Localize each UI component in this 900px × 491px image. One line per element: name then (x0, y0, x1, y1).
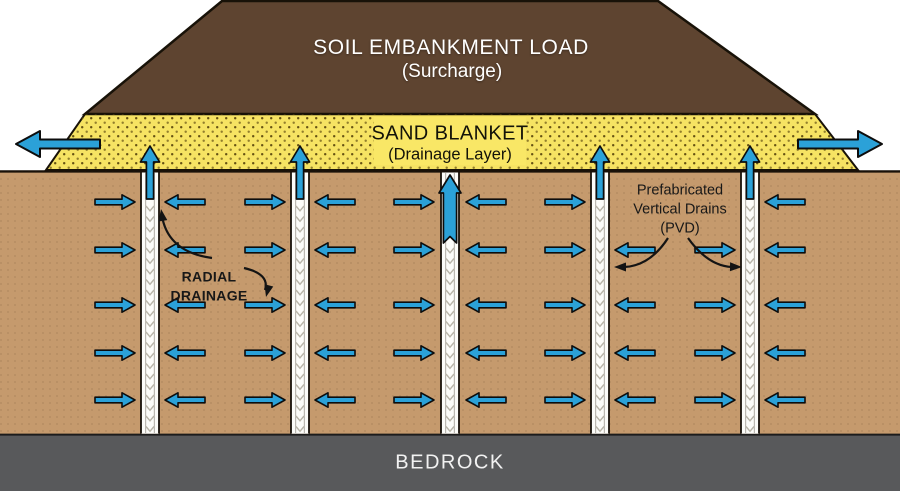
radial-drainage-arrow-left (465, 242, 507, 259)
radial-drainage-arrow-left (614, 391, 656, 409)
pvd-label-line2: Vertical Drains (633, 201, 727, 218)
sand-outflow-arrow-left (15, 130, 101, 158)
surcharge-label: (Surcharge) (401, 61, 503, 82)
radial-drainage-arrow-right (94, 194, 136, 210)
radial-drainage-arrow-right (244, 296, 286, 314)
radial-drainage-label-line1: RADIAL (181, 268, 237, 285)
radial-drainage-arrow-right (393, 391, 435, 409)
radial-drainage-arrow-left (465, 344, 507, 362)
drain-chevron-pattern (445, 247, 455, 433)
radial-drainage-arrow-left (164, 194, 206, 210)
radial-drainage-arrow-left (764, 391, 806, 409)
sand-outflow-arrow-right (797, 130, 883, 158)
radial-drainage-label: RADIAL DRAINAGE (170, 268, 247, 305)
bedrock-layer (0, 434, 900, 491)
drain-upflow-arrow (589, 145, 611, 200)
radial-annotation-arrowhead-left (158, 209, 168, 222)
sand-blanket-label: SAND BLANKET (371, 122, 529, 145)
pvd-annotation-arrow-right (687, 237, 733, 269)
radial-drainage-arrow-left (164, 344, 206, 362)
radial-drainage-arrow-left (314, 194, 356, 210)
radial-drainage-arrow-right (393, 296, 435, 314)
radial-drainage-arrow-right (94, 242, 136, 259)
radial-drainage-arrow-right (544, 194, 586, 210)
radial-drainage-arrow-left (764, 242, 806, 259)
radial-drainage-arrow-left (314, 242, 356, 259)
embankment-load-label: SOIL EMBANKMENT LOAD (313, 36, 589, 59)
radial-drainage-arrow-right (244, 391, 286, 409)
drain-upflow-arrow (289, 145, 311, 200)
drain-chevron-pattern (595, 205, 605, 433)
radial-annotation-arrow-left (160, 215, 213, 260)
radial-drainage-arrow-right (393, 242, 435, 259)
drainage-layer-label: (Drainage Layer) (388, 145, 512, 164)
radial-drainage-arrow-left (614, 344, 656, 362)
radial-drainage-arrow-right (694, 344, 736, 362)
sand-label-backdrop (374, 117, 526, 165)
radial-drainage-arrow-right (244, 344, 286, 362)
drain-upflow-arrow (139, 145, 161, 200)
radial-drainage-arrow-left (764, 194, 806, 210)
radial-drainage-arrow-right (694, 391, 736, 409)
radial-drainage-arrow-left (465, 194, 507, 210)
radial-drainage-arrow-left (465, 391, 507, 409)
radial-drainage-arrow-right (544, 391, 586, 409)
radial-drainage-label-line2: DRAINAGE (170, 287, 248, 303)
drain-upflow-arrow (438, 174, 462, 244)
radial-drainage-arrow-right (544, 296, 586, 314)
bedrock-label: BEDROCK (395, 451, 505, 474)
radial-drainage-arrow-right (544, 242, 586, 259)
radial-drainage-arrow-left (614, 242, 656, 259)
radial-drainage-arrow-right (94, 344, 136, 362)
drain-upflow-arrow (739, 145, 761, 200)
radial-drainage-arrow-left (164, 296, 206, 314)
radial-drainage-arrow-right (94, 391, 136, 409)
radial-drainage-arrow-right (393, 194, 435, 210)
drain-chevron-pattern (295, 205, 305, 433)
radial-drainage-arrow-left (164, 391, 206, 409)
pvd-annotation-arrow-left (623, 237, 669, 269)
drain-chevron-pattern (745, 205, 755, 433)
pvd-annotation-arrowhead-right (729, 262, 742, 272)
pvd-annotation-arrowhead-left (614, 262, 626, 272)
radial-drainage-arrow-left (465, 296, 507, 314)
radial-drainage-arrow-right (393, 344, 435, 362)
radial-drainage-arrow-left (314, 391, 356, 409)
radial-drainage-arrow-right (244, 194, 286, 210)
radial-drainage-arrow-left (764, 296, 806, 314)
radial-drainage-arrow-left (614, 296, 656, 314)
radial-drainage-arrow-right (544, 344, 586, 362)
radial-drainage-arrow-right (694, 296, 736, 314)
radial-drainage-arrow-right (94, 296, 136, 314)
radial-drainage-arrow-right (694, 242, 736, 259)
pvd-label: Prefabricated Vertical Drains (PVD) (633, 182, 726, 239)
radial-drainage-arrow-left (314, 344, 356, 362)
pvd-label-line1: Prefabricated (636, 182, 724, 199)
radial-drainage-arrow-right (244, 242, 286, 259)
pvd-label-line3: (PVD) (660, 220, 700, 237)
radial-drainage-arrow-left (314, 296, 356, 314)
radial-annotation-arrowhead-right (264, 284, 274, 297)
radial-drainage-arrow-left (764, 344, 806, 362)
drain-chevron-pattern (145, 205, 155, 433)
